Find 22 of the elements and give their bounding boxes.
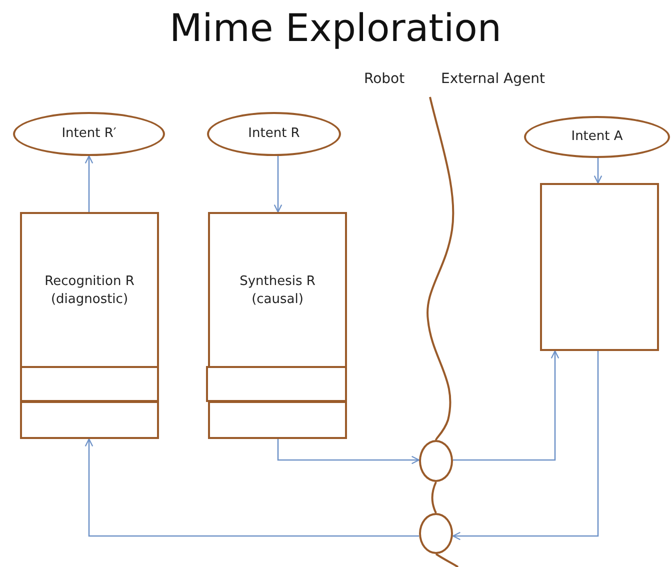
compartment-box xyxy=(206,366,347,402)
diagram-title: Mime Exploration xyxy=(168,6,502,50)
arrow xyxy=(277,439,420,464)
node-label: Intent R xyxy=(248,125,300,143)
arrow xyxy=(452,351,599,540)
region-label: Robot xyxy=(364,71,405,87)
arrow xyxy=(594,158,602,184)
process-box xyxy=(540,183,659,351)
node-label: Intent A xyxy=(571,128,623,146)
arrow xyxy=(84,438,419,537)
node-label: Recognition R (diagnostic) xyxy=(44,272,136,308)
arrow xyxy=(274,156,282,213)
arrow xyxy=(453,350,560,461)
junction-circle xyxy=(419,513,453,554)
region-label: External Agent xyxy=(441,71,545,87)
process-box xyxy=(20,212,159,439)
compartment-box xyxy=(20,366,159,402)
node-label: Intent R′ xyxy=(62,125,116,143)
node-label: Synthesis R (causal) xyxy=(238,272,316,308)
junction-circle xyxy=(419,440,453,482)
process-box xyxy=(208,212,347,439)
arrow xyxy=(84,155,94,212)
